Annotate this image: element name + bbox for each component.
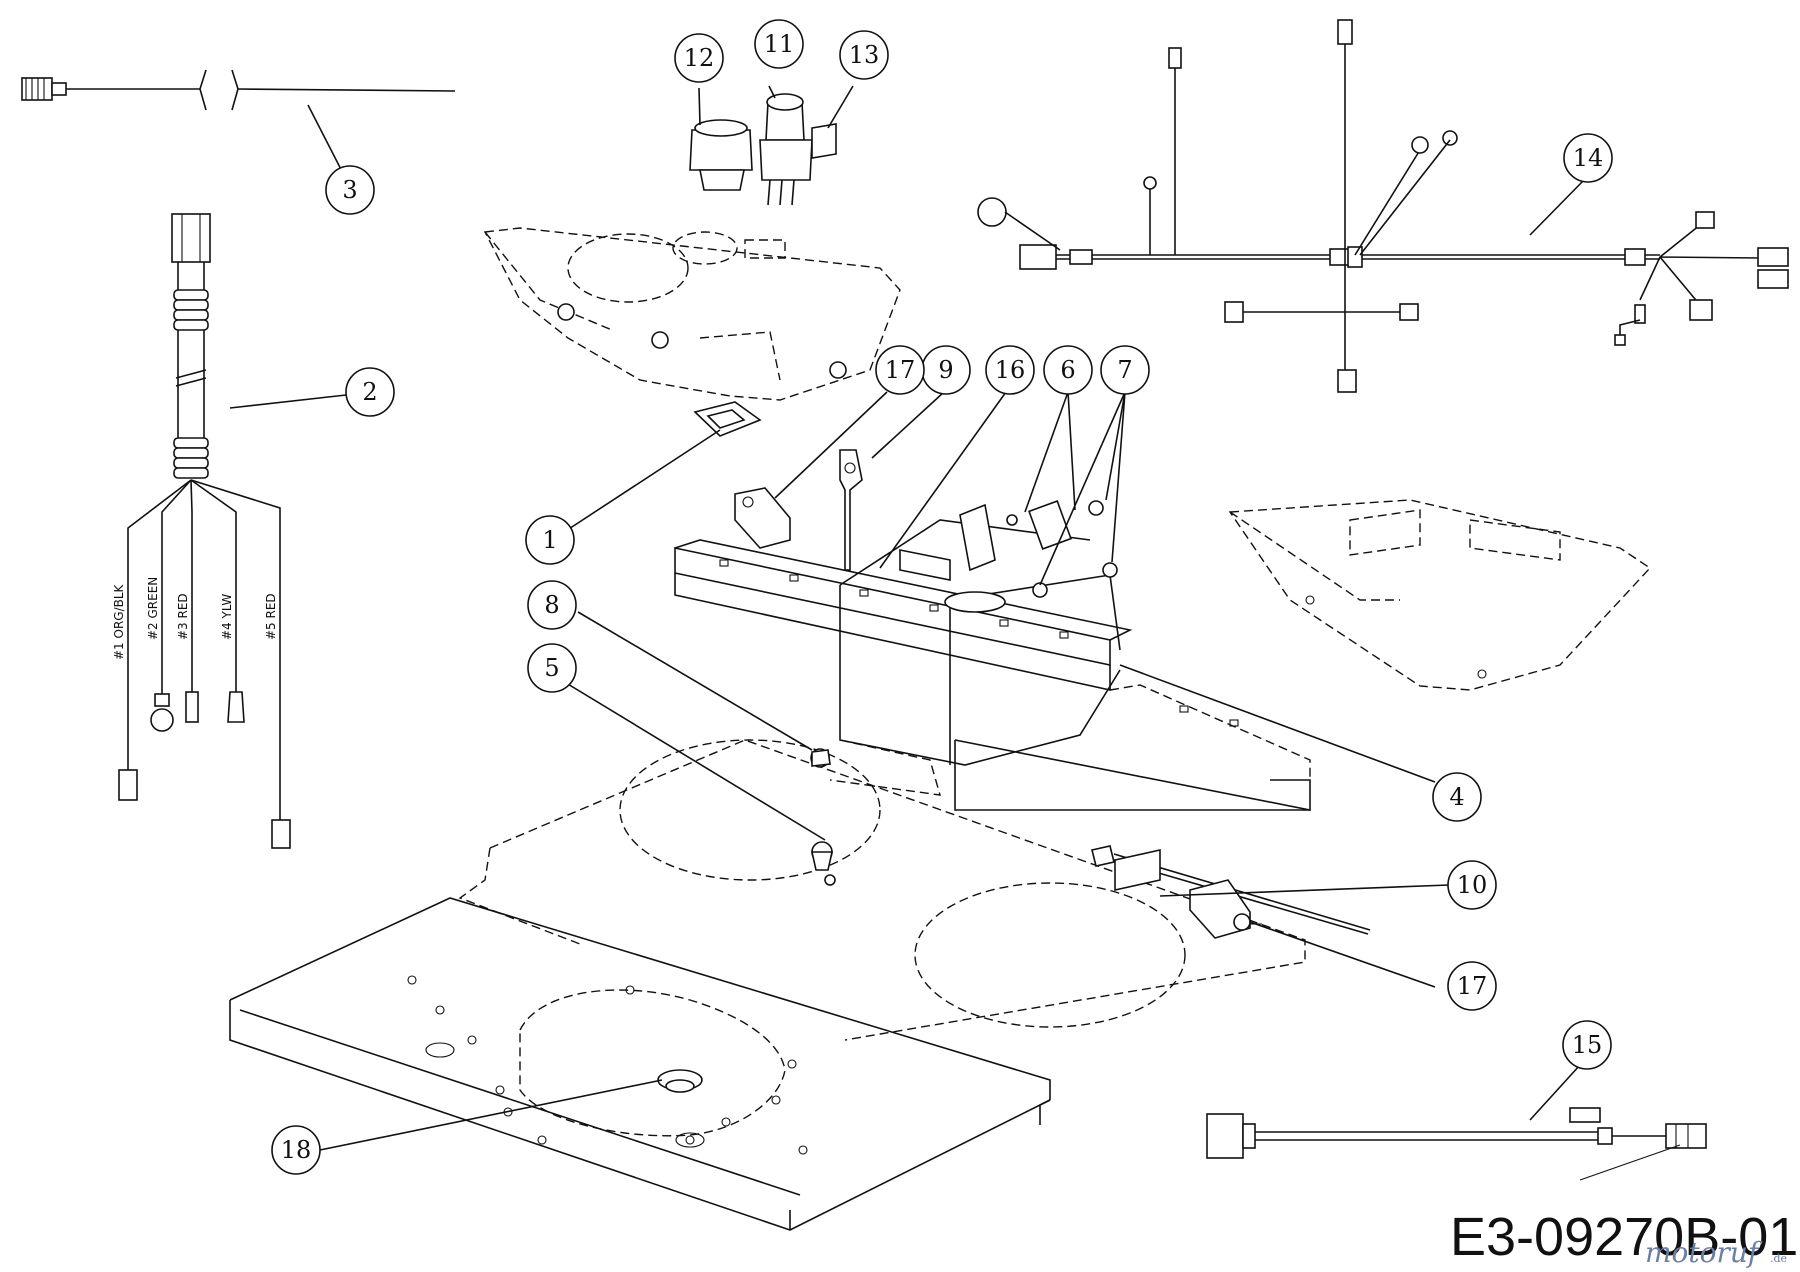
callout-16: 16 [985, 345, 1035, 395]
watermark-suffix: .de [1770, 1252, 1787, 1265]
switches-group [689, 93, 837, 206]
svg-text:8: 8 [544, 591, 559, 619]
svg-text:17: 17 [1457, 972, 1488, 1000]
deck-plate [229, 739, 1306, 1231]
callouts: 1 2 3 4 5 6 7 8 9 10 11 12 13 14 15 16 1… [271, 19, 1613, 1175]
deck-holes [407, 975, 808, 1155]
switch-part-17-upper [734, 487, 791, 549]
cover-plate [1228, 499, 1652, 691]
callout-1: 1 [525, 515, 575, 565]
callout-17-lower: 17 [1447, 961, 1497, 1011]
switch-part-17-lower [1189, 879, 1262, 939]
callout-18: 18 [271, 1125, 321, 1175]
wire-label-1: #1 ORG/BLK [112, 583, 126, 660]
svg-text:5: 5 [544, 654, 559, 682]
wire-label-3: #3 RED [176, 593, 190, 640]
svg-text:12: 12 [684, 44, 715, 72]
callout-10: 10 [1447, 860, 1497, 910]
wire-label-2: #2 GREEN [146, 577, 160, 640]
svg-text:13: 13 [849, 41, 880, 69]
svg-text:16: 16 [995, 356, 1026, 384]
battery-box [829, 500, 1121, 796]
callout-3: 3 [325, 165, 375, 215]
callout-7: 7 [1100, 345, 1150, 395]
svg-text:11: 11 [764, 30, 795, 58]
callout-15: 15 [1562, 1020, 1612, 1070]
hold-down-rod [839, 449, 863, 571]
wire-label-4: #4 YLW [220, 594, 234, 640]
svg-text:18: 18 [281, 1136, 312, 1164]
svg-text:9: 9 [938, 356, 953, 384]
svg-text:15: 15 [1572, 1031, 1603, 1059]
frame-channel [674, 539, 1311, 811]
drawing-code: E3-09270B-01 [1450, 1207, 1798, 1267]
callout-17-upper: 17 [875, 345, 925, 395]
svg-text:4: 4 [1449, 783, 1464, 811]
svg-text:1: 1 [542, 526, 557, 554]
svg-text:6: 6 [1060, 356, 1075, 384]
svg-text:7: 7 [1117, 356, 1132, 384]
callout-8: 8 [527, 580, 577, 630]
wire-label-5: #5 RED [264, 593, 278, 640]
callout-13: 13 [839, 30, 889, 80]
callout-5: 5 [527, 643, 577, 693]
svg-text:3: 3 [342, 176, 357, 204]
callout-2: 2 [345, 367, 395, 417]
callout-9: 9 [921, 345, 971, 395]
callout-12: 12 [674, 33, 724, 83]
leader-lines [229, 85, 1585, 1151]
cable-part-3 [21, 69, 456, 111]
callout-14: 14 [1563, 133, 1613, 183]
svg-text:17: 17 [885, 356, 916, 384]
cable-tie-part-10 [1091, 845, 1371, 935]
wire-harness-part-14 [977, 19, 1789, 393]
frame-slots [719, 559, 1239, 727]
watermark-brand: motoruf [1645, 1236, 1763, 1269]
callout-6: 6 [1043, 345, 1093, 395]
dash-panel [483, 227, 901, 437]
watermark: motoruf .de [1645, 1236, 1787, 1269]
callout-11: 11 [754, 19, 804, 69]
svg-text:2: 2 [362, 378, 377, 406]
callout-4: 4 [1432, 772, 1482, 822]
lead-part-15 [1206, 1107, 1707, 1181]
svg-text:14: 14 [1573, 144, 1604, 172]
svg-text:10: 10 [1457, 871, 1488, 899]
wire-harness-part-2: #1 ORG/BLK #2 GREEN #3 RED #4 YLW #5 RED [112, 213, 291, 849]
